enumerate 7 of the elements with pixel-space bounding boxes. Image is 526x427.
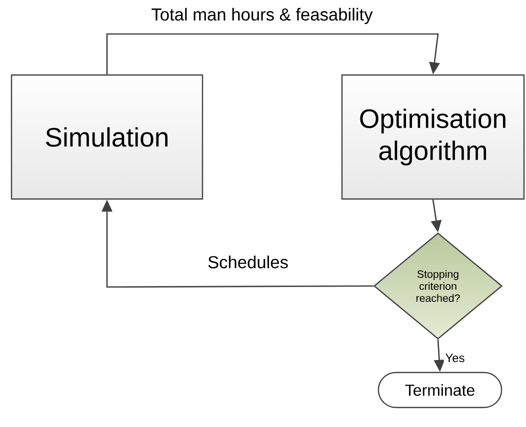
arrow [106,33,440,74]
terminal-box: Terminate [378,372,502,408]
process-box: Optimisation algorithm [341,74,525,200]
edge-label: Total man hours & feasability [150,6,374,26]
edge-label: Yes [444,352,466,364]
process-box: Simulation [10,74,204,200]
edge-label: Schedules [206,254,290,270]
